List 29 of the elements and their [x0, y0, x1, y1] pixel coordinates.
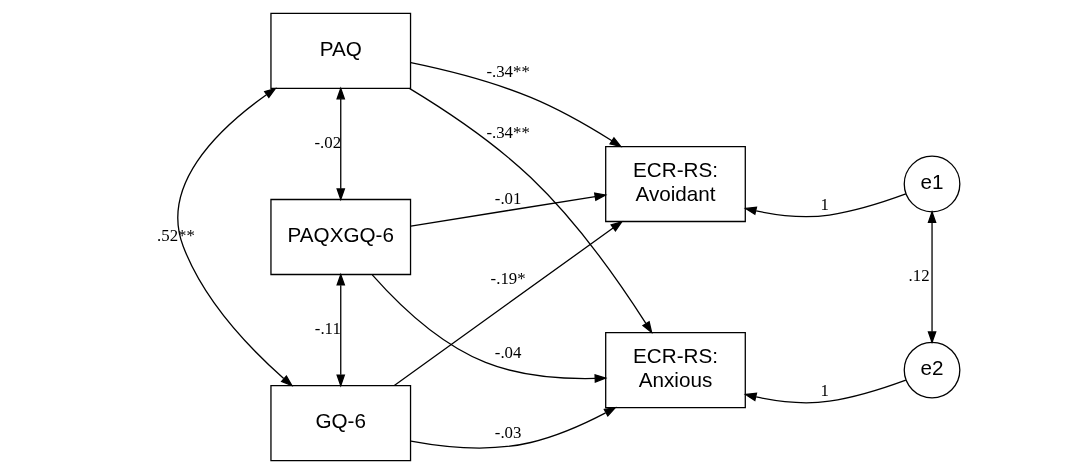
edge-label: 1	[820, 195, 829, 215]
arrow	[408, 87, 653, 335]
edge-label: -.34**	[485, 123, 530, 142]
arrow	[393, 220, 623, 387]
edge-label: -.01	[494, 188, 521, 208]
node-box: GQ-6	[269, 385, 411, 462]
edge-label: 1	[820, 381, 829, 401]
node-circle: e2	[903, 341, 960, 399]
arrow	[335, 86, 345, 202]
edge-label: -.04	[494, 342, 521, 362]
node-box: PAQXGQ-6	[269, 198, 411, 276]
arrow	[409, 192, 607, 227]
arrow	[743, 193, 906, 218]
node-circle: e1	[903, 155, 960, 213]
node-box: ECR-RS: Avoidant	[604, 145, 746, 223]
node-box: ECR-RS: Anxious	[604, 332, 746, 409]
arrow	[335, 272, 345, 388]
arrow	[409, 62, 622, 148]
edge-label: -.11	[314, 319, 341, 339]
edge-label: .12	[908, 266, 930, 286]
edge-label: -.19*	[490, 269, 526, 289]
arrow	[409, 406, 617, 449]
arrow	[371, 274, 607, 383]
arrow	[176, 87, 293, 387]
edge-label: -.34**	[485, 62, 530, 82]
arrow	[927, 210, 937, 345]
node-box: PAQ	[269, 12, 411, 89]
arrow	[743, 379, 906, 404]
edge-label: -.03	[494, 422, 521, 442]
